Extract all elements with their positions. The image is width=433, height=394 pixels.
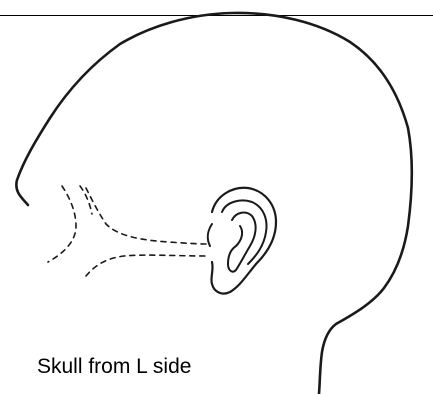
dashed-line-left-inner xyxy=(80,186,92,214)
figure-caption: Skull from L side xyxy=(37,355,191,379)
ear-concha xyxy=(228,213,256,272)
skull-outline xyxy=(16,13,411,394)
dashed-line-upper xyxy=(86,188,206,244)
ear-outer xyxy=(211,188,276,294)
dashed-line-left-outer xyxy=(48,186,76,262)
dashed-line-lower xyxy=(86,255,206,276)
ear-tragus xyxy=(208,224,212,246)
